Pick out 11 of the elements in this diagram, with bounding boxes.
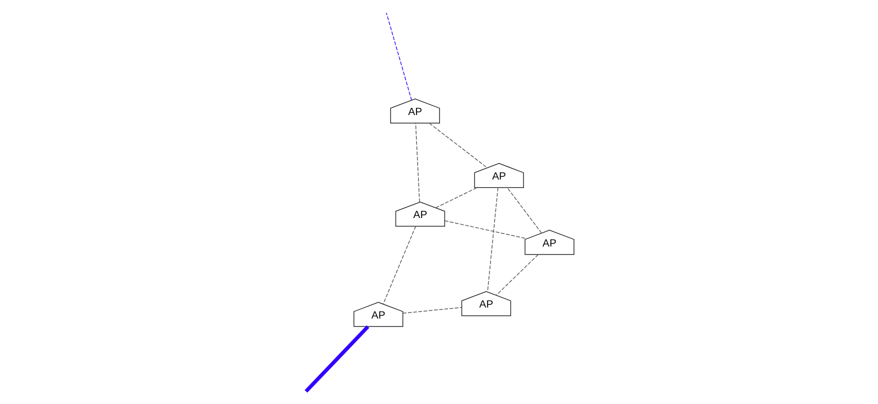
connector	[428, 122, 488, 168]
connector	[304, 325, 369, 393]
connector	[486, 187, 498, 292]
connector	[495, 254, 538, 296]
connector	[506, 187, 542, 234]
connector	[402, 307, 462, 314]
connector	[444, 220, 527, 240]
connector	[382, 226, 416, 304]
connector	[414, 122, 420, 202]
connector	[386, 12, 412, 101]
connector	[434, 187, 477, 208]
